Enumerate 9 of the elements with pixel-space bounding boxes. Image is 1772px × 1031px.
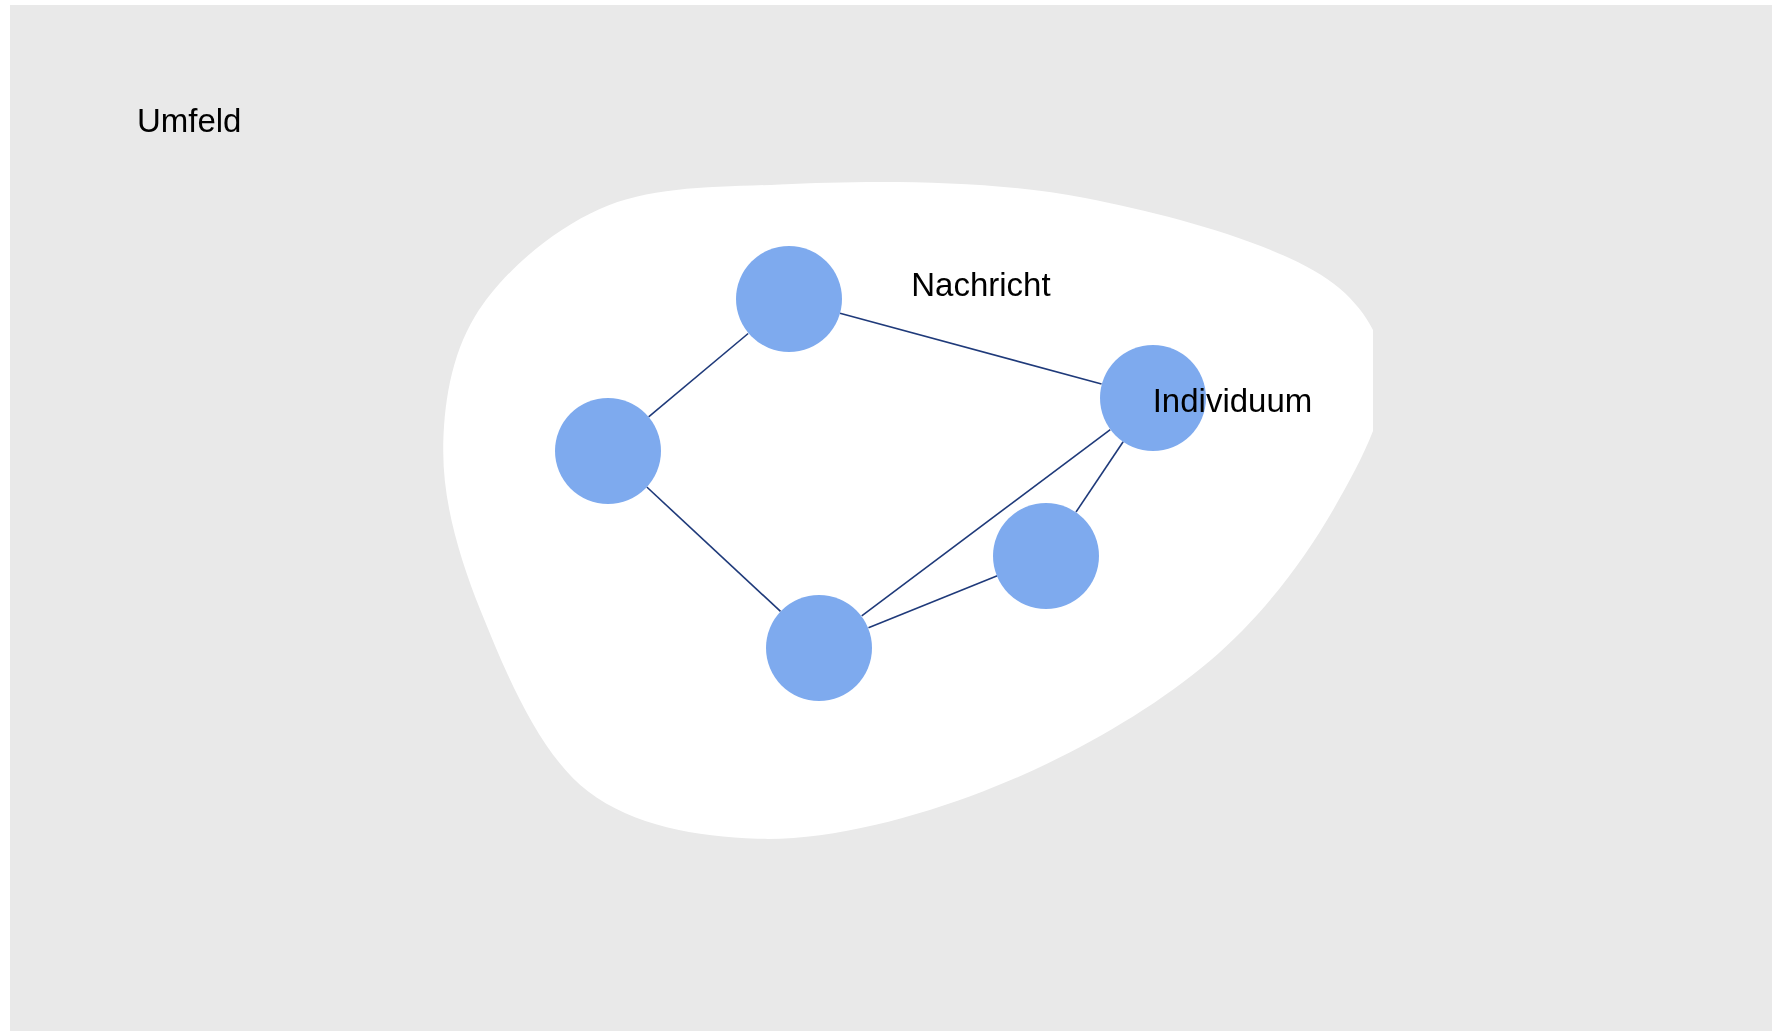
- environment-area: [10, 5, 1772, 1031]
- connector-line: [839, 312, 1103, 385]
- connector-line: [1075, 441, 1124, 513]
- connector-line: [647, 332, 749, 418]
- connector-line: [860, 428, 1112, 617]
- connector-line: [646, 486, 782, 613]
- area-label: Umfeld: [136, 102, 242, 141]
- node-caption: Individuum: [1152, 381, 1313, 420]
- connector-line: [867, 575, 999, 629]
